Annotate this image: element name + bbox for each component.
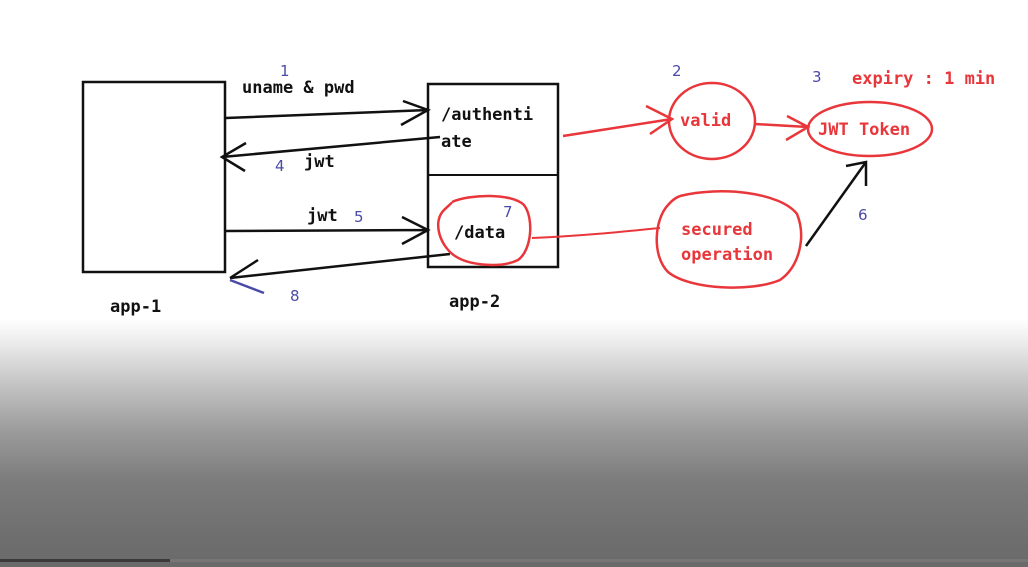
- step-5: 5: [354, 208, 364, 226]
- secured-label-line2: operation: [681, 245, 773, 265]
- jwt-return-label: jwt: [304, 152, 335, 172]
- step-7: 7: [503, 203, 513, 221]
- step-3: 3: [812, 68, 822, 86]
- arrow-to-jwt-token: [754, 114, 811, 142]
- arrow-data-return: [229, 252, 451, 280]
- app-2-label: app-2: [449, 292, 500, 312]
- arrow-8-stroke: [229, 278, 265, 295]
- valid-label: valid: [680, 111, 731, 131]
- arrow-jwt-send: [225, 215, 431, 246]
- authenticate-label-line2: ate: [441, 132, 472, 152]
- authenticate-label-line1: /authenti: [441, 105, 533, 125]
- step-8: 8: [290, 287, 300, 305]
- video-progress-fill: [0, 559, 170, 562]
- step-6: 6: [858, 206, 868, 224]
- step-2: 2: [672, 62, 682, 80]
- arrow-validate-token: [804, 160, 868, 247]
- secured-label-line1: secured: [681, 220, 753, 240]
- valid-node: [667, 81, 757, 161]
- data-endpoint-label: /data: [454, 223, 505, 243]
- data-highlight-circle: [437, 194, 532, 267]
- app-1-box: [81, 80, 227, 274]
- arrow-uname-pwd: [225, 99, 432, 127]
- jwt-token-label: JWT Token: [818, 120, 910, 140]
- step-1: 1: [280, 62, 290, 80]
- line-to-secured-operation: [531, 227, 661, 239]
- app-1-label: app-1: [110, 297, 161, 317]
- arrow-to-valid: [562, 104, 675, 138]
- uname-pwd-label: uname & pwd: [242, 78, 355, 98]
- video-progress-bar[interactable]: [0, 559, 1028, 562]
- arrow-jwt-return: [219, 135, 441, 173]
- expiry-label: expiry : 1 min: [852, 69, 995, 89]
- jwt-send-label: jwt: [307, 206, 338, 226]
- step-4: 4: [275, 157, 285, 175]
- secured-operation-node: [655, 190, 803, 289]
- jwt-token-node: [806, 100, 934, 158]
